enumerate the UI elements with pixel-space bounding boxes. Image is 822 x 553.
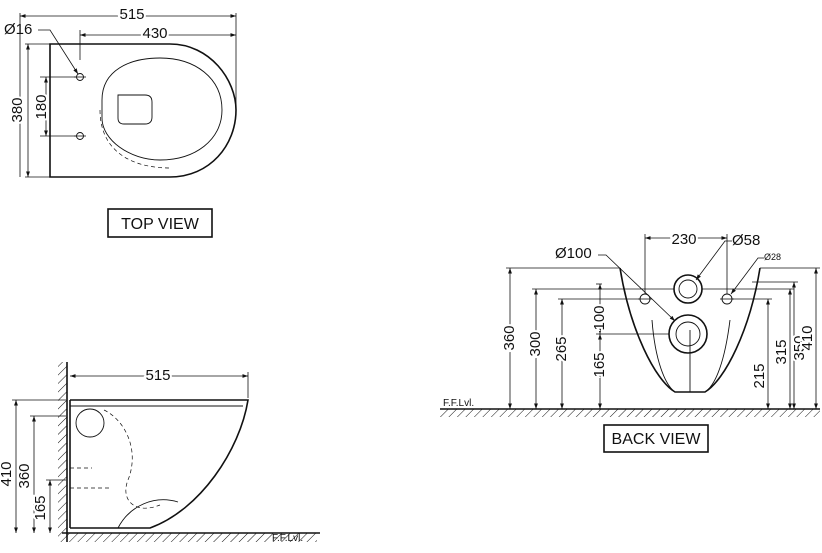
side-view-floor-hatch [67,533,317,542]
back-view-dim-left-100: 100 [591,305,608,330]
back-view-dim-left-300: 300 [527,331,544,356]
back-view-dim-right-410: 410 [799,325,816,350]
side-view-hidden-trap [103,409,161,509]
back-view: F.F.Lvl. 230 Ø58 Ø28 Ø100 360 [440,229,820,453]
top-view-dim-380: 380 [9,97,26,122]
top-view-title-box [107,208,213,238]
side-view-inlet [75,408,105,438]
back-view-dim-left-265: 265 [553,336,570,361]
back-view-dim-left-165: 165 [591,352,608,377]
top-view-bowl [101,57,223,161]
top-view-outline [49,43,237,178]
back-view-title: BACK VIEW [612,431,702,448]
back-view-dim-inlet-diameter: Ø58 [732,232,760,249]
top-view: 515 430 Ø16 380 180 TOP VIEW [4,4,237,238]
side-view-dim-515: 515 [145,367,170,384]
top-view-dim-180: 180 [33,94,50,119]
side-view: F.F.Lvl. 515 410 360 165 [0,362,320,544]
top-view-dim-515: 515 [119,6,144,23]
top-view-title: TOP VIEW [121,216,200,233]
back-view-outlet-inner [675,321,701,347]
back-view-dim-right-350: 350 [791,335,808,360]
side-view-dim-410: 410 [0,461,15,486]
back-view-dim-left-360: 360 [501,325,518,350]
back-view-dim-right-315: 315 [773,339,790,364]
back-view-dim-outlet-diameter: Ø100 [555,245,592,262]
side-view-body-outline [70,399,249,529]
side-view-dim-165: 165 [32,495,49,520]
side-view-floor-label: F.F.Lvl. [272,533,303,544]
back-view-dim-230: 230 [671,231,696,248]
side-view-wall-hatch [58,362,67,542]
top-view-hidden-rim [99,109,171,169]
back-view-inlet-inner [678,279,698,299]
back-view-dim-right-215: 215 [751,363,768,388]
back-view-inner-right [704,319,731,393]
back-view-title-box [603,424,709,453]
top-view-dim-430: 430 [142,25,167,42]
back-view-floor-hatch [440,409,820,417]
side-view-dim-360: 360 [16,463,33,488]
back-view-inlet-outer [673,274,703,304]
back-view-floor-label: F.F.Lvl. [443,398,474,409]
back-view-inner-left [651,319,676,393]
top-view-dim-bolt-diameter: Ø16 [4,21,32,38]
top-view-opening [117,94,153,125]
back-view-dim-bolt-diameter: Ø28 [764,252,781,262]
side-view-base [117,499,179,529]
